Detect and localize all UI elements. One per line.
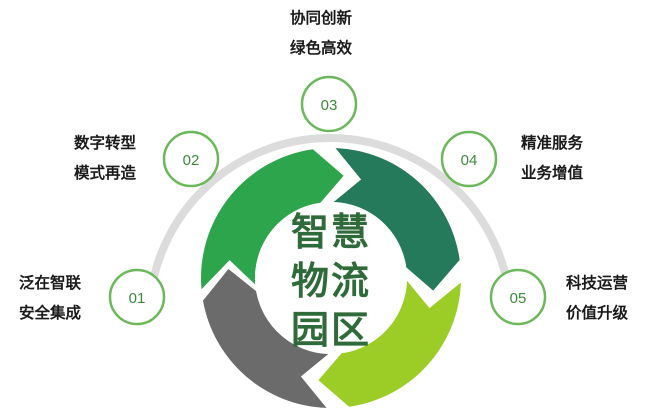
node-02: 02 — [162, 130, 220, 188]
node-03-label: 协同创新 绿色高效 — [290, 3, 352, 63]
node-01-label-line-2: 安全集成 — [19, 304, 82, 322]
center-title-line-3: 园区 — [290, 308, 371, 352]
node-03: 03 — [300, 75, 358, 133]
node-04-label-line-1: 精准服务 — [521, 134, 584, 152]
node-05-number: 05 — [510, 290, 527, 307]
ring-segment-gray — [203, 269, 329, 408]
node-05-label: 科技运营 价值升级 — [566, 268, 628, 328]
node-03-label-line-2: 绿色高效 — [290, 39, 353, 57]
node-04-number: 04 — [461, 152, 478, 169]
node-01: 01 — [108, 268, 166, 326]
node-02-number: 02 — [183, 152, 200, 169]
center-title-line-2: 物流 — [290, 259, 371, 303]
center-title: 智慧 物流 园区 — [281, 208, 381, 355]
node-02-label: 数字转型 模式再造 — [74, 128, 136, 188]
ring-segment-lime — [318, 280, 461, 407]
ring-segment-dark-green — [333, 148, 460, 291]
center-disc — [255, 202, 407, 354]
node-04-label-line-2: 业务增值 — [521, 164, 584, 182]
node-05-label-line-2: 价值升级 — [566, 304, 629, 322]
node-02-label-line-2: 模式再造 — [74, 164, 137, 182]
node-02-label-line-1: 数字转型 — [74, 134, 137, 152]
node-01-number: 01 — [129, 290, 146, 307]
node-04: 04 — [440, 130, 498, 188]
node-05-label-line-1: 科技运营 — [566, 274, 629, 292]
node-01-label-line-1: 泛在智联 — [19, 274, 82, 292]
node-03-number: 03 — [321, 97, 338, 114]
ring-segment-green — [201, 149, 344, 290]
node-01-label: 泛在智联 安全集成 — [19, 268, 81, 328]
cycle-ring — [201, 148, 461, 408]
outer-track-arc — [145, 134, 515, 323]
center-title-line-1: 智慧 — [290, 210, 371, 254]
node-04-label: 精准服务 业务增值 — [521, 128, 583, 188]
node-03-label-line-1: 协同创新 — [290, 9, 353, 27]
node-05: 05 — [489, 268, 547, 326]
